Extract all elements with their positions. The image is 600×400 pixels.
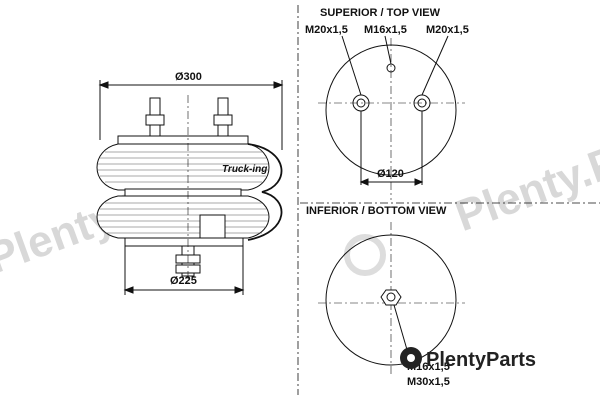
girdle-ring xyxy=(124,188,242,197)
bottom-plate xyxy=(124,237,244,247)
bottom-view xyxy=(318,222,465,375)
thread-left-label: M20x1,5 xyxy=(305,24,348,36)
watermark-logo-icon xyxy=(344,234,386,276)
top-diameter-label: Ø300 xyxy=(175,71,202,83)
bottom-view-title: INFERIOR / BOTTOM VIEW xyxy=(306,205,447,217)
top-view xyxy=(318,35,465,200)
center-stud-hole xyxy=(386,292,396,302)
logo-text: PlentyParts xyxy=(426,349,536,371)
watermark-layer: Plenty.Parts Plenty.Parts xyxy=(0,109,600,283)
dim-arrow-icon xyxy=(123,286,134,294)
nut-right xyxy=(213,114,233,126)
bolt-hole-left-inner xyxy=(356,98,366,108)
lower-bellow xyxy=(96,195,270,239)
inner-fitting xyxy=(199,214,226,239)
thread-b-label: M30x1,5 xyxy=(407,376,450,388)
dim-arrow-icon xyxy=(273,81,284,89)
leader-left xyxy=(341,35,362,96)
upper-bellow xyxy=(96,143,270,191)
nut-left xyxy=(145,114,165,126)
center-nut-hex xyxy=(380,289,402,306)
bottom-diameter-label: Ø225 xyxy=(170,275,197,287)
plenty-parts-logo: PlentyParts xyxy=(400,347,536,371)
upper-bellow-ribs xyxy=(98,151,268,183)
dim-arrow-icon xyxy=(98,81,109,89)
dim-arrow-icon xyxy=(234,286,245,294)
top-plate xyxy=(117,135,249,145)
leader-center xyxy=(384,35,392,65)
bellow-section-profile xyxy=(247,143,283,241)
bolt-hole-right-inner xyxy=(417,98,427,108)
leader-right xyxy=(421,35,449,96)
side-view xyxy=(96,80,284,295)
thread-right-label: M20x1,5 xyxy=(426,24,469,36)
dim-arrow-icon xyxy=(414,178,424,186)
bolt-circle-label: Ø120 xyxy=(377,168,404,180)
top-view-title: SUPERIOR / TOP VIEW xyxy=(320,7,441,19)
logo-gear-center-icon xyxy=(407,354,415,362)
brand-label: Truck-ing xyxy=(222,164,267,175)
watermark-text-right: Plenty.Parts xyxy=(449,109,600,241)
lower-bellow-ribs xyxy=(98,202,268,234)
dim-arrow-icon xyxy=(359,178,369,186)
thread-center-label: M16x1,5 xyxy=(364,24,407,36)
